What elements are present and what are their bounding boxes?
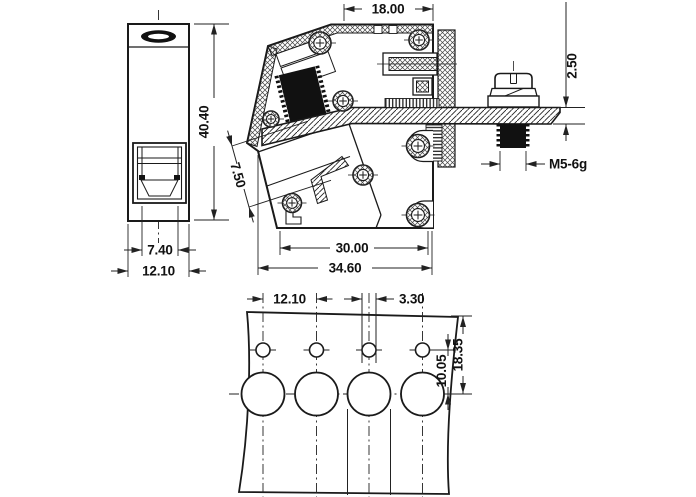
flat-washer — [487, 95, 540, 108]
dim-edge-to-row: 18.35 — [451, 315, 472, 394]
dim-text-7-40: 7.40 — [147, 243, 172, 258]
dim-text-12-10-pitch: 12.10 — [273, 292, 306, 307]
dim-small-hole: 3.30 — [344, 292, 425, 307]
section-view: 18.00 7.50 30.00 34.60 — [226, 2, 561, 276]
clamp-screw — [274, 65, 332, 127]
dim-text-10-05: 10.05 — [434, 354, 449, 387]
clamp-jaw — [140, 179, 179, 197]
dim-front-width: 12.10 — [111, 224, 206, 279]
mounting-channel — [377, 52, 457, 96]
footprint-column — [346, 293, 392, 497]
dim-top-width: 18.00 — [343, 2, 434, 21]
footprint-column — [400, 293, 445, 497]
dim-text-34-60: 34.60 — [329, 261, 362, 276]
screw-boss — [258, 110, 284, 128]
small-hole — [414, 342, 431, 358]
wire-entry-window — [132, 142, 187, 204]
dim-wire-slot: 7.50 — [226, 120, 332, 223]
screw-boss — [304, 31, 336, 55]
threaded-bush — [384, 98, 440, 108]
screw-boss — [401, 133, 435, 159]
small-hole — [255, 342, 271, 358]
spring-washer — [489, 87, 538, 97]
dim-text-40-40: 40.40 — [197, 106, 212, 139]
threaded-stud — [496, 124, 530, 148]
lower-contact-plate — [310, 155, 350, 205]
small-hole — [361, 342, 377, 358]
dim-text-3-30: 3.30 — [399, 292, 424, 307]
screw-boss — [404, 29, 434, 51]
dim-overall-width: 34.60 — [257, 155, 433, 276]
screw-boss — [348, 164, 378, 186]
dim-text-30-00: 30.00 — [336, 241, 369, 256]
dim-row-spacing: 10.05 — [431, 334, 472, 410]
screw-boss — [277, 192, 307, 214]
dim-inner-width: 30.00 — [279, 231, 429, 256]
front-view: 7.40 12.10 40.40 — [111, 10, 229, 279]
dim-text-7-50: 7.50 — [227, 161, 248, 190]
dim-text-12-10-front: 12.10 — [142, 264, 175, 279]
dim-text-18-35: 18.35 — [451, 338, 466, 371]
dim-thread-spec: M5-6g — [481, 151, 587, 172]
large-hole — [240, 371, 286, 417]
mounting-screw-assembly: 2.50 M5-6g — [481, 2, 587, 172]
screw-boss — [328, 90, 358, 112]
large-hole — [346, 371, 392, 417]
dim-front-slot-width: 7.40 — [124, 206, 196, 258]
screw-boss — [401, 202, 435, 228]
dim-text-2-50: 2.50 — [565, 53, 580, 78]
footprint-column — [294, 293, 339, 497]
footprint-view: 12.10 3.30 10.05 18.35 — [229, 292, 472, 497]
screw-bosses — [258, 29, 435, 228]
large-hole — [400, 371, 445, 417]
footprint-column — [240, 293, 286, 497]
small-hole — [308, 342, 325, 358]
dim-pitch: 12.10 — [247, 292, 333, 307]
dim-text-18-00: 18.00 — [372, 2, 405, 17]
thread-spec-label: M5-6g — [549, 157, 587, 172]
screw-slot — [510, 73, 517, 84]
drill-holes — [240, 293, 445, 497]
screw-head — [494, 72, 533, 90]
large-hole — [294, 371, 339, 417]
dim-height: 40.40 — [194, 23, 229, 221]
dim-strip-thickness: 2.50 — [553, 2, 585, 141]
projection-lines — [347, 293, 391, 495]
